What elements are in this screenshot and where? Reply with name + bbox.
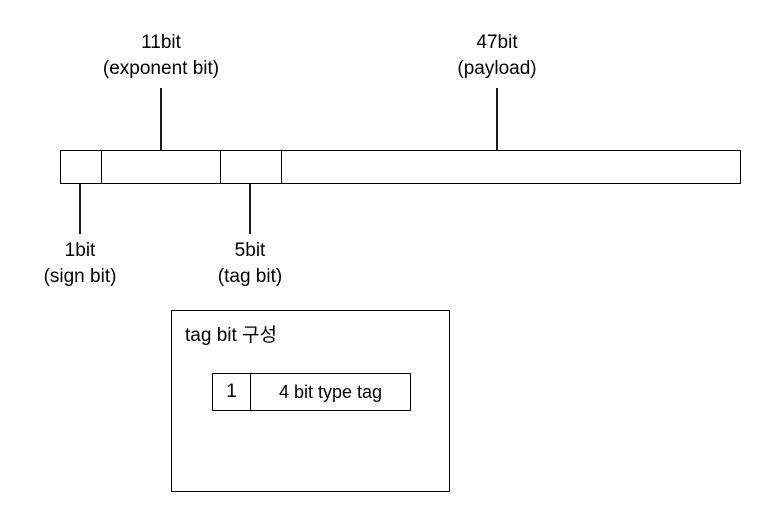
bit-segment-exponent	[102, 151, 221, 183]
bit-segment-sign	[61, 151, 102, 183]
callout-desc-exponent: (exponent bit)	[102, 58, 220, 79]
tag-detail-panel: tag bit 구성 1 4 bit type tag	[171, 310, 450, 492]
callout-desc-sign: (sign bit)	[43, 266, 117, 287]
callout-label-payload: 47bit (payload)	[457, 30, 536, 82]
callout-desc-payload: (payload)	[457, 58, 537, 79]
callout-label-sign: 1bit (sign bit)	[44, 238, 117, 290]
callout-bits-payload: 47bit	[476, 32, 518, 53]
tag-detail-cell-fixed-bit: 1	[213, 374, 251, 410]
tag-detail-layout-box: 1 4 bit type tag	[212, 373, 411, 411]
callout-desc-tag: (tag bit)	[217, 266, 283, 287]
callout-label-tag: 5bit (tag bit)	[218, 238, 282, 290]
callout-bits-tag: 5bit	[234, 240, 266, 261]
bit-segment-payload	[282, 151, 740, 183]
bit-segment-tag	[221, 151, 282, 183]
callout-bits-exponent: 11bit	[141, 32, 181, 53]
callout-label-exponent: 11bit (exponent bit)	[103, 30, 219, 82]
tag-detail-title: tag bit 구성	[185, 325, 277, 346]
tag-detail-cell-type-tag: 4 bit type tag	[278, 381, 383, 402]
callout-bits-sign: 1bit	[64, 240, 96, 261]
bitfield-bar	[60, 150, 741, 184]
